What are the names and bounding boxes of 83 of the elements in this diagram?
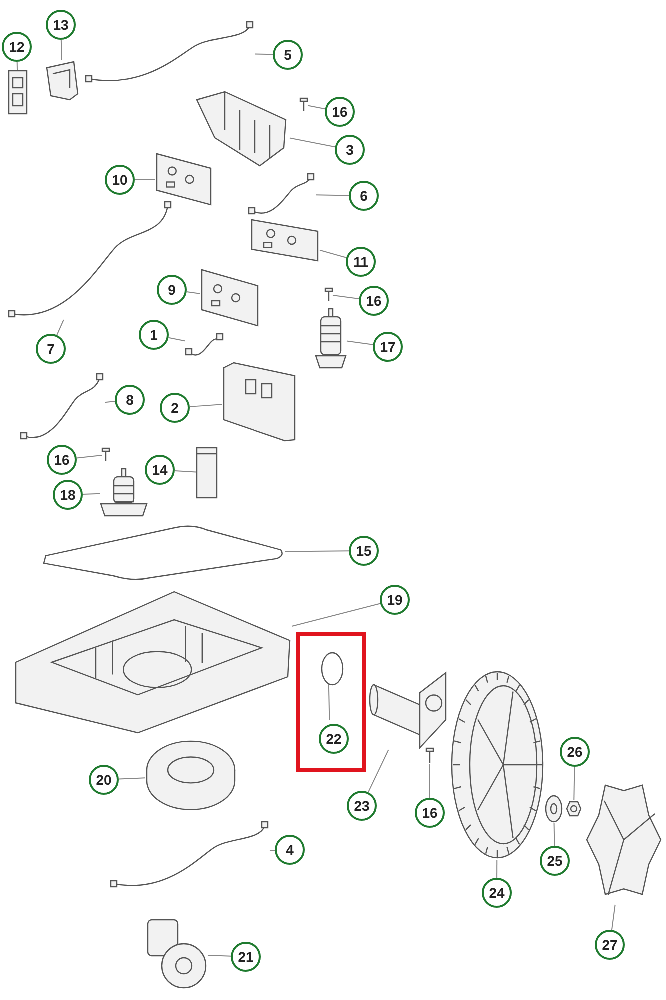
callout-number: 2	[160, 393, 190, 423]
leader-line	[174, 470, 196, 473]
leader-line	[496, 860, 498, 878]
leader-line	[346, 340, 374, 346]
leader-line	[60, 40, 62, 60]
leader-line	[168, 337, 186, 342]
callout-number: 14	[145, 455, 175, 485]
callout-number: 6	[349, 181, 379, 211]
actuator-drawing	[315, 308, 347, 370]
callout-number: 21	[231, 942, 261, 972]
leader-line	[189, 404, 222, 408]
module-box-drawing	[222, 362, 297, 442]
leader-line	[292, 603, 381, 627]
leader-line	[118, 778, 146, 780]
highlight-frame	[296, 632, 366, 772]
circuit-board-drawing	[200, 268, 260, 328]
callout-number: 11	[346, 247, 376, 277]
callout-number: 8	[115, 385, 145, 415]
callout-number: 18	[53, 480, 83, 510]
cable-drawing	[185, 332, 225, 358]
leader-line	[328, 682, 330, 720]
leader-line	[254, 54, 274, 56]
callout-number: 16	[325, 97, 355, 127]
leader-line	[270, 850, 276, 852]
callout-number: 24	[482, 878, 512, 908]
leader-line	[208, 954, 232, 957]
leader-line	[320, 250, 348, 258]
callout-number: 19	[380, 585, 410, 615]
callout-number: 27	[595, 930, 625, 960]
callout-number: 3	[335, 135, 365, 165]
actuator-drawing	[100, 468, 148, 518]
callout-number: 15	[349, 536, 379, 566]
nut-drawing	[566, 800, 582, 818]
cable-drawing	[85, 20, 255, 85]
ring-drawing	[145, 740, 237, 812]
cable-drawing	[248, 172, 316, 217]
leader-line	[76, 454, 102, 459]
wheel-drawing	[450, 670, 545, 860]
circuit-board-drawing	[155, 152, 213, 207]
screw-drawing	[426, 748, 434, 764]
callout-number: 12	[2, 32, 32, 62]
block-drawing	[196, 447, 218, 499]
circuit-board-drawing	[250, 218, 320, 263]
leader-line	[134, 179, 156, 180]
callout-number: 1	[139, 320, 169, 350]
callout-number: 17	[373, 332, 403, 362]
leader-line	[290, 138, 336, 148]
leader-line	[574, 766, 576, 800]
o-ring-drawing	[320, 651, 345, 687]
callout-number: 22	[319, 724, 349, 754]
cable-drawing	[110, 820, 270, 890]
callout-number: 4	[275, 835, 305, 865]
callout-number: 16	[47, 445, 77, 475]
screw-drawing	[300, 98, 308, 112]
screw-drawing	[102, 448, 110, 462]
leader-line	[368, 750, 390, 793]
callout-number: 13	[46, 10, 76, 40]
leader-line	[104, 401, 116, 404]
callout-number: 5	[273, 40, 303, 70]
washer-drawing	[545, 795, 563, 823]
leader-line	[82, 493, 100, 495]
callout-number: 16	[415, 798, 445, 828]
leader-line	[284, 550, 350, 552]
callout-number: 26	[560, 737, 590, 767]
leader-line	[316, 194, 350, 196]
leader-line	[554, 822, 556, 846]
callout-number: 25	[540, 846, 570, 876]
connector-plate-drawing	[8, 70, 28, 115]
leader-line	[16, 62, 18, 70]
leader-line	[611, 904, 616, 931]
cable-drawing	[20, 372, 105, 442]
callout-number: 9	[157, 275, 187, 305]
screw-drawing	[325, 288, 333, 302]
leader-line	[186, 292, 200, 294]
callout-number: 10	[105, 165, 135, 195]
callout-number: 20	[89, 765, 119, 795]
leader-line	[308, 105, 326, 110]
leader-line	[332, 295, 360, 300]
callout-number: 23	[347, 791, 377, 821]
leader-line	[56, 320, 64, 336]
callout-number: 16	[359, 286, 389, 316]
bracket-drawing	[45, 60, 80, 102]
callout-number: 7	[36, 334, 66, 364]
